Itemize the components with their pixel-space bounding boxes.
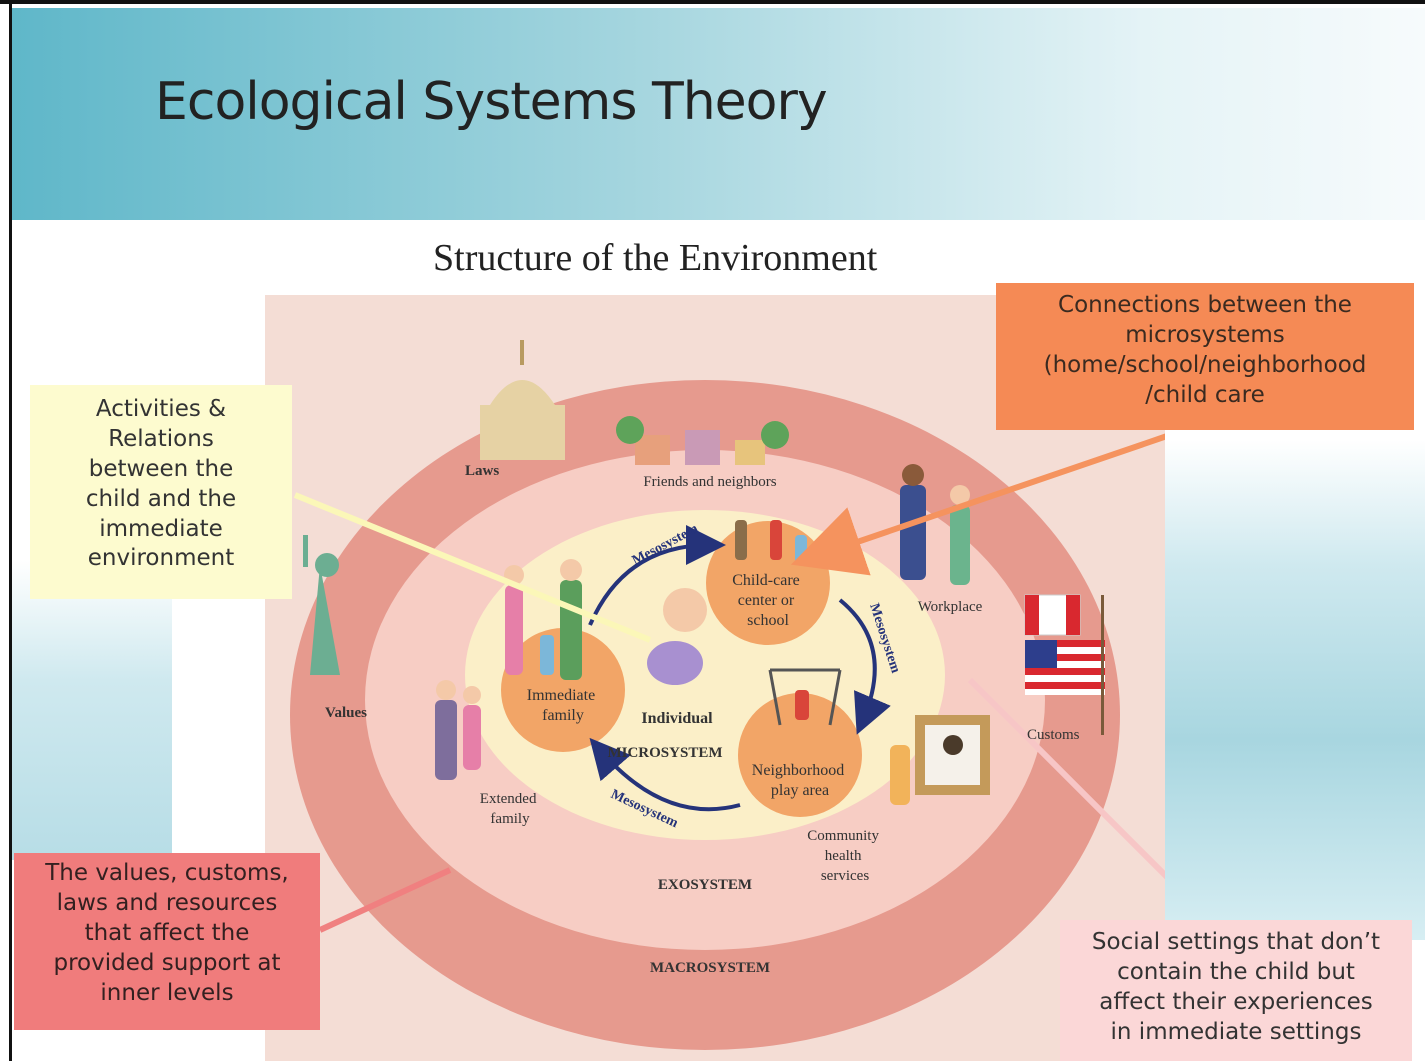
customs-label: Customs — [1027, 727, 1080, 743]
slide-title: Ecological Systems Theory — [155, 72, 828, 132]
individual-child-icon — [647, 588, 707, 685]
houses-icon — [616, 416, 789, 465]
callout-microsystem-description: Activities & Relations between the child… — [30, 385, 292, 599]
family-circle — [501, 628, 625, 752]
microsystem-label: MICROSYSTEM — [607, 745, 722, 761]
community-health-icon — [890, 715, 990, 805]
community-health-label: Community health services — [807, 828, 882, 884]
right-background-band — [1160, 440, 1425, 940]
extended-family-icon — [435, 680, 481, 780]
mesosystem-arrow-top — [588, 525, 726, 626]
playground-icon — [768, 668, 842, 726]
mesosystem-arrow-bottom — [589, 737, 741, 812]
workplace-people-icon — [900, 464, 970, 585]
statue-of-liberty-icon — [303, 535, 340, 675]
mesosystem-arrow-right — [838, 598, 891, 735]
individual-label: Individual — [641, 710, 713, 727]
childcare-label: Child-care center or school — [732, 572, 804, 629]
playarea-label: Neighborhood play area — [752, 762, 848, 799]
capitol-building-icon — [480, 340, 565, 460]
family-label: Immediate family — [527, 687, 599, 724]
left-background-band — [12, 560, 172, 860]
macrosystem-label: MACROSYSTEM — [650, 960, 770, 976]
callout-line-top-right — [790, 433, 1165, 576]
callout-exosystem-description: Social settings that don’t contain the c… — [1060, 920, 1412, 1061]
diagram-subtitle: Structure of the Environment — [433, 237, 878, 279]
workplace-label: Workplace — [918, 599, 983, 615]
top-border — [0, 0, 1425, 4]
values-label: Values — [325, 705, 367, 721]
callout-macrosystem-description: The values, customs, laws and resources … — [14, 853, 320, 1030]
laws-label: Laws — [465, 463, 499, 479]
callout-mesosystem-description: Connections between the microsystems (ho… — [996, 283, 1414, 430]
callout-line-bottom-right — [967, 677, 1165, 880]
left-border — [9, 4, 12, 1061]
flags-icon — [1024, 594, 1105, 735]
callout-line-bottom-left — [318, 867, 452, 933]
exosystem-label: EXOSYSTEM — [658, 877, 752, 893]
extended-family-label: Extended family — [480, 791, 540, 827]
title-banner — [12, 8, 1425, 220]
callout-line-top-left — [293, 492, 652, 643]
friends-neighbors-label: Friends and neighbors — [643, 474, 776, 490]
